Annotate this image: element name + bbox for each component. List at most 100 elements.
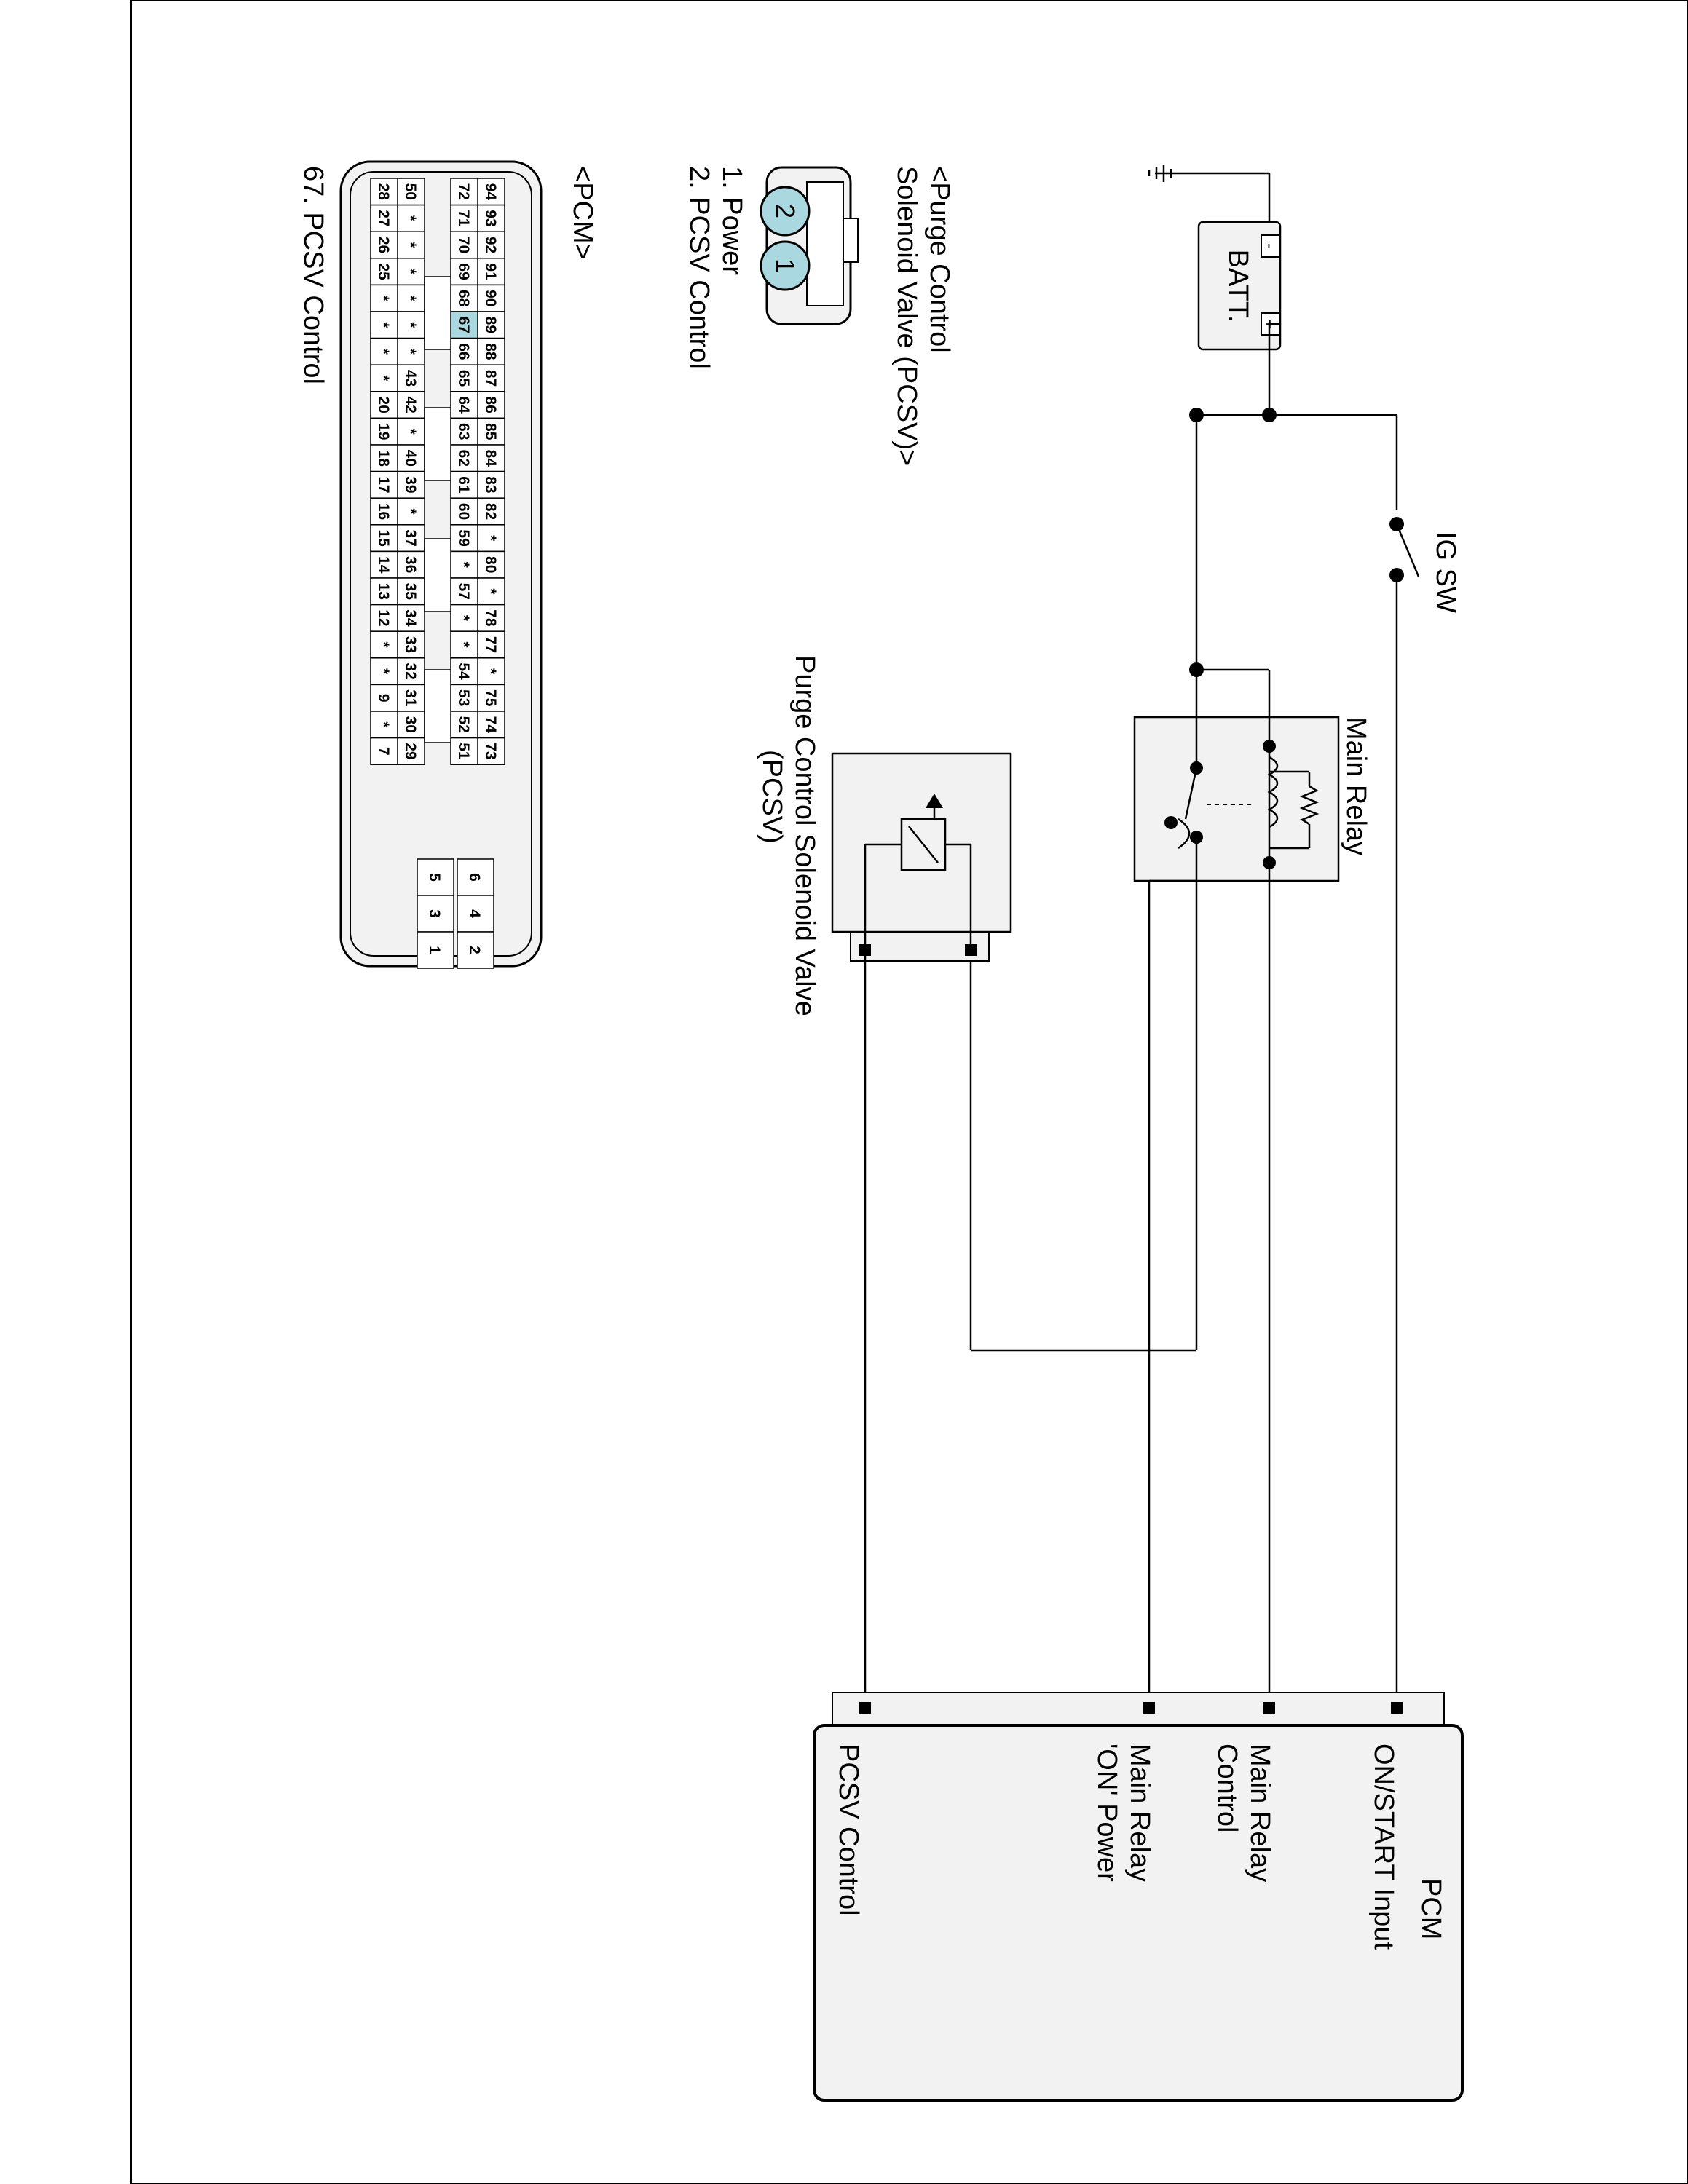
pcm-pin-label: 51 (455, 743, 472, 760)
pcm-pin-label: 13 (375, 583, 392, 600)
pcm-pin-label: 74 (482, 716, 499, 734)
pcm-pin-label: 75 (482, 689, 499, 707)
pcm-pin-label: * (375, 721, 392, 728)
pcm-pin-label: 32 (402, 662, 419, 679)
pcm-connector-key (424, 669, 451, 743)
pcm-small-pin-label: 2 (466, 946, 483, 954)
pcm-pin-label: * (375, 375, 392, 381)
pcm-pin-label: 78 (482, 609, 499, 627)
battery: - + BATT. (1197, 221, 1282, 351)
pcm-pin-label: 77 (482, 636, 499, 653)
pcsv-label-line2: (PCSV) (757, 750, 787, 844)
pcm-pin-label: * (482, 668, 499, 675)
pcm-pin-label: 71 (455, 210, 472, 227)
pcm-pin-label: 17 (375, 476, 392, 493)
pcm-module: PCM ON/START Input Main Relay Control Ma… (813, 1692, 1464, 2102)
pcm-pin-label: 12 (375, 609, 392, 626)
pcm-pin-on-start: ON/START Input (1368, 1744, 1399, 1950)
pcm-pin-grid: 94939291908988878685848382*80*7877*75747… (370, 178, 505, 765)
pcm-pin-label: * (402, 508, 419, 515)
pcm-pin-relay-control-1: Main Relay (1245, 1744, 1275, 1882)
pcm-pin-label: 28 (375, 183, 392, 201)
pcsv-label-line1: Purge Control Solenoid Valve (789, 655, 820, 1016)
pcsv-pin-2-desc: 2. PCSV Control (684, 166, 714, 369)
pcm-pin-label: 64 (455, 396, 472, 414)
battery-label: BATT. (1223, 250, 1253, 323)
pcm-pin-label: 37 (402, 529, 419, 546)
pcm-pin-cell (450, 737, 478, 765)
junction-dot (1189, 662, 1204, 677)
pcm-pin-label: 36 (402, 556, 419, 573)
pcsv-connector-info: <Purge Control Solenoid Valve (PCSV)> 2 … (684, 166, 955, 466)
pcm-pin-label: 85 (482, 423, 499, 440)
pcsv-pin-1-desc: 1. Power (717, 166, 747, 275)
pcm-pin-label: * (375, 296, 392, 302)
pcm-connector-info: <PCM> 94939291908988878685848382*80*7877… (298, 160, 598, 969)
page-border (130, 0, 1688, 2184)
pcm-pin-label: * (402, 242, 419, 248)
pcm-pin-label: 40 (402, 450, 419, 467)
pcm-pin-label: 87 (482, 370, 499, 387)
pcm-pin-label: 16 (375, 503, 392, 520)
pcm-small-pin-cell (457, 931, 494, 969)
pcm-pin-cell (370, 737, 398, 765)
pcm-pin-label: 53 (455, 689, 472, 706)
pcm-pin-label: 27 (375, 210, 392, 226)
pcm-pin-label: 83 (482, 476, 499, 493)
pcm-pin-label: * (482, 535, 499, 542)
pcm-small-pin-label: 3 (426, 909, 443, 918)
main-relay: Main Relay (1133, 716, 1371, 882)
pcm-pin-label: * (402, 322, 419, 328)
pcm-pin-label: * (482, 588, 499, 595)
pcm-pin-label: 42 (402, 396, 419, 413)
main-relay-label: Main Relay (1341, 717, 1371, 855)
pcm-pin-label: 80 (482, 556, 499, 573)
pcm-pin-label: 19 (375, 423, 392, 440)
pcm-pin-relay-power-1: Main Relay (1124, 1744, 1155, 1882)
pcm-pin-label: 92 (482, 237, 499, 253)
pcm-pin-label: 66 (455, 343, 472, 360)
pcm-pin-label: * (375, 349, 392, 355)
pcm-pin-label: 72 (455, 183, 472, 200)
pcm-pin-label: 90 (482, 290, 499, 306)
pcm-pin-label: * (455, 562, 472, 569)
pcm-pin-label: 18 (375, 450, 392, 467)
pcm-pin-label: * (455, 615, 472, 622)
ig-switch-label: IG SW (1430, 531, 1461, 613)
pcm-connector-key (424, 538, 451, 612)
pcsv-connector-title-2: Solenoid Valve (PCSV)> (891, 166, 922, 466)
pcm-pin-label: 86 (482, 396, 499, 413)
pcm-pin-label: * (402, 296, 419, 302)
pcm-title: PCM (1416, 1878, 1446, 1939)
pcm-pin-label: * (402, 215, 419, 222)
pcm-pin-label: * (402, 349, 419, 355)
pcm-pin-label: 59 (455, 529, 472, 546)
pcm-pin-label: 57 (455, 583, 472, 600)
pcm-pin-label: 50 (402, 183, 419, 200)
pcm-pin-label: 84 (482, 450, 499, 467)
pcsv-connector-title-1: <Purge Control (924, 166, 955, 353)
pcm-pin-label: 9 (375, 694, 392, 703)
pcm-connector-title: <PCM> (567, 166, 598, 260)
pcm-pin-label: 62 (455, 450, 472, 467)
pcm-small-pin-cell (417, 931, 454, 969)
pcsv-connector-icon: 2 1 (760, 166, 859, 325)
pcm-pin-label: 26 (375, 237, 392, 253)
pcm-pin-label: 31 (402, 689, 419, 707)
pcm-connector-key (424, 407, 451, 481)
pcm-pin-label: 29 (402, 743, 419, 759)
pcm-pin-label: 60 (455, 503, 472, 520)
pcm-small-pin-label: 1 (426, 946, 443, 954)
pcm-pin-label: * (375, 668, 392, 675)
pcm-pin-label: 94 (482, 183, 499, 201)
pcm-pin-label: * (402, 269, 419, 275)
pcm-pin-67-desc: 67. PCSV Control (298, 166, 328, 384)
pcm-pin-label: 88 (482, 343, 499, 360)
pcm-pin-label: 68 (455, 290, 472, 307)
pcm-pin-label: 91 (482, 263, 499, 280)
pcm-pin-label: 25 (375, 263, 392, 280)
pcsv-pin-1-label: 1 (770, 258, 800, 273)
pcm-pin-label: 15 (375, 529, 392, 547)
